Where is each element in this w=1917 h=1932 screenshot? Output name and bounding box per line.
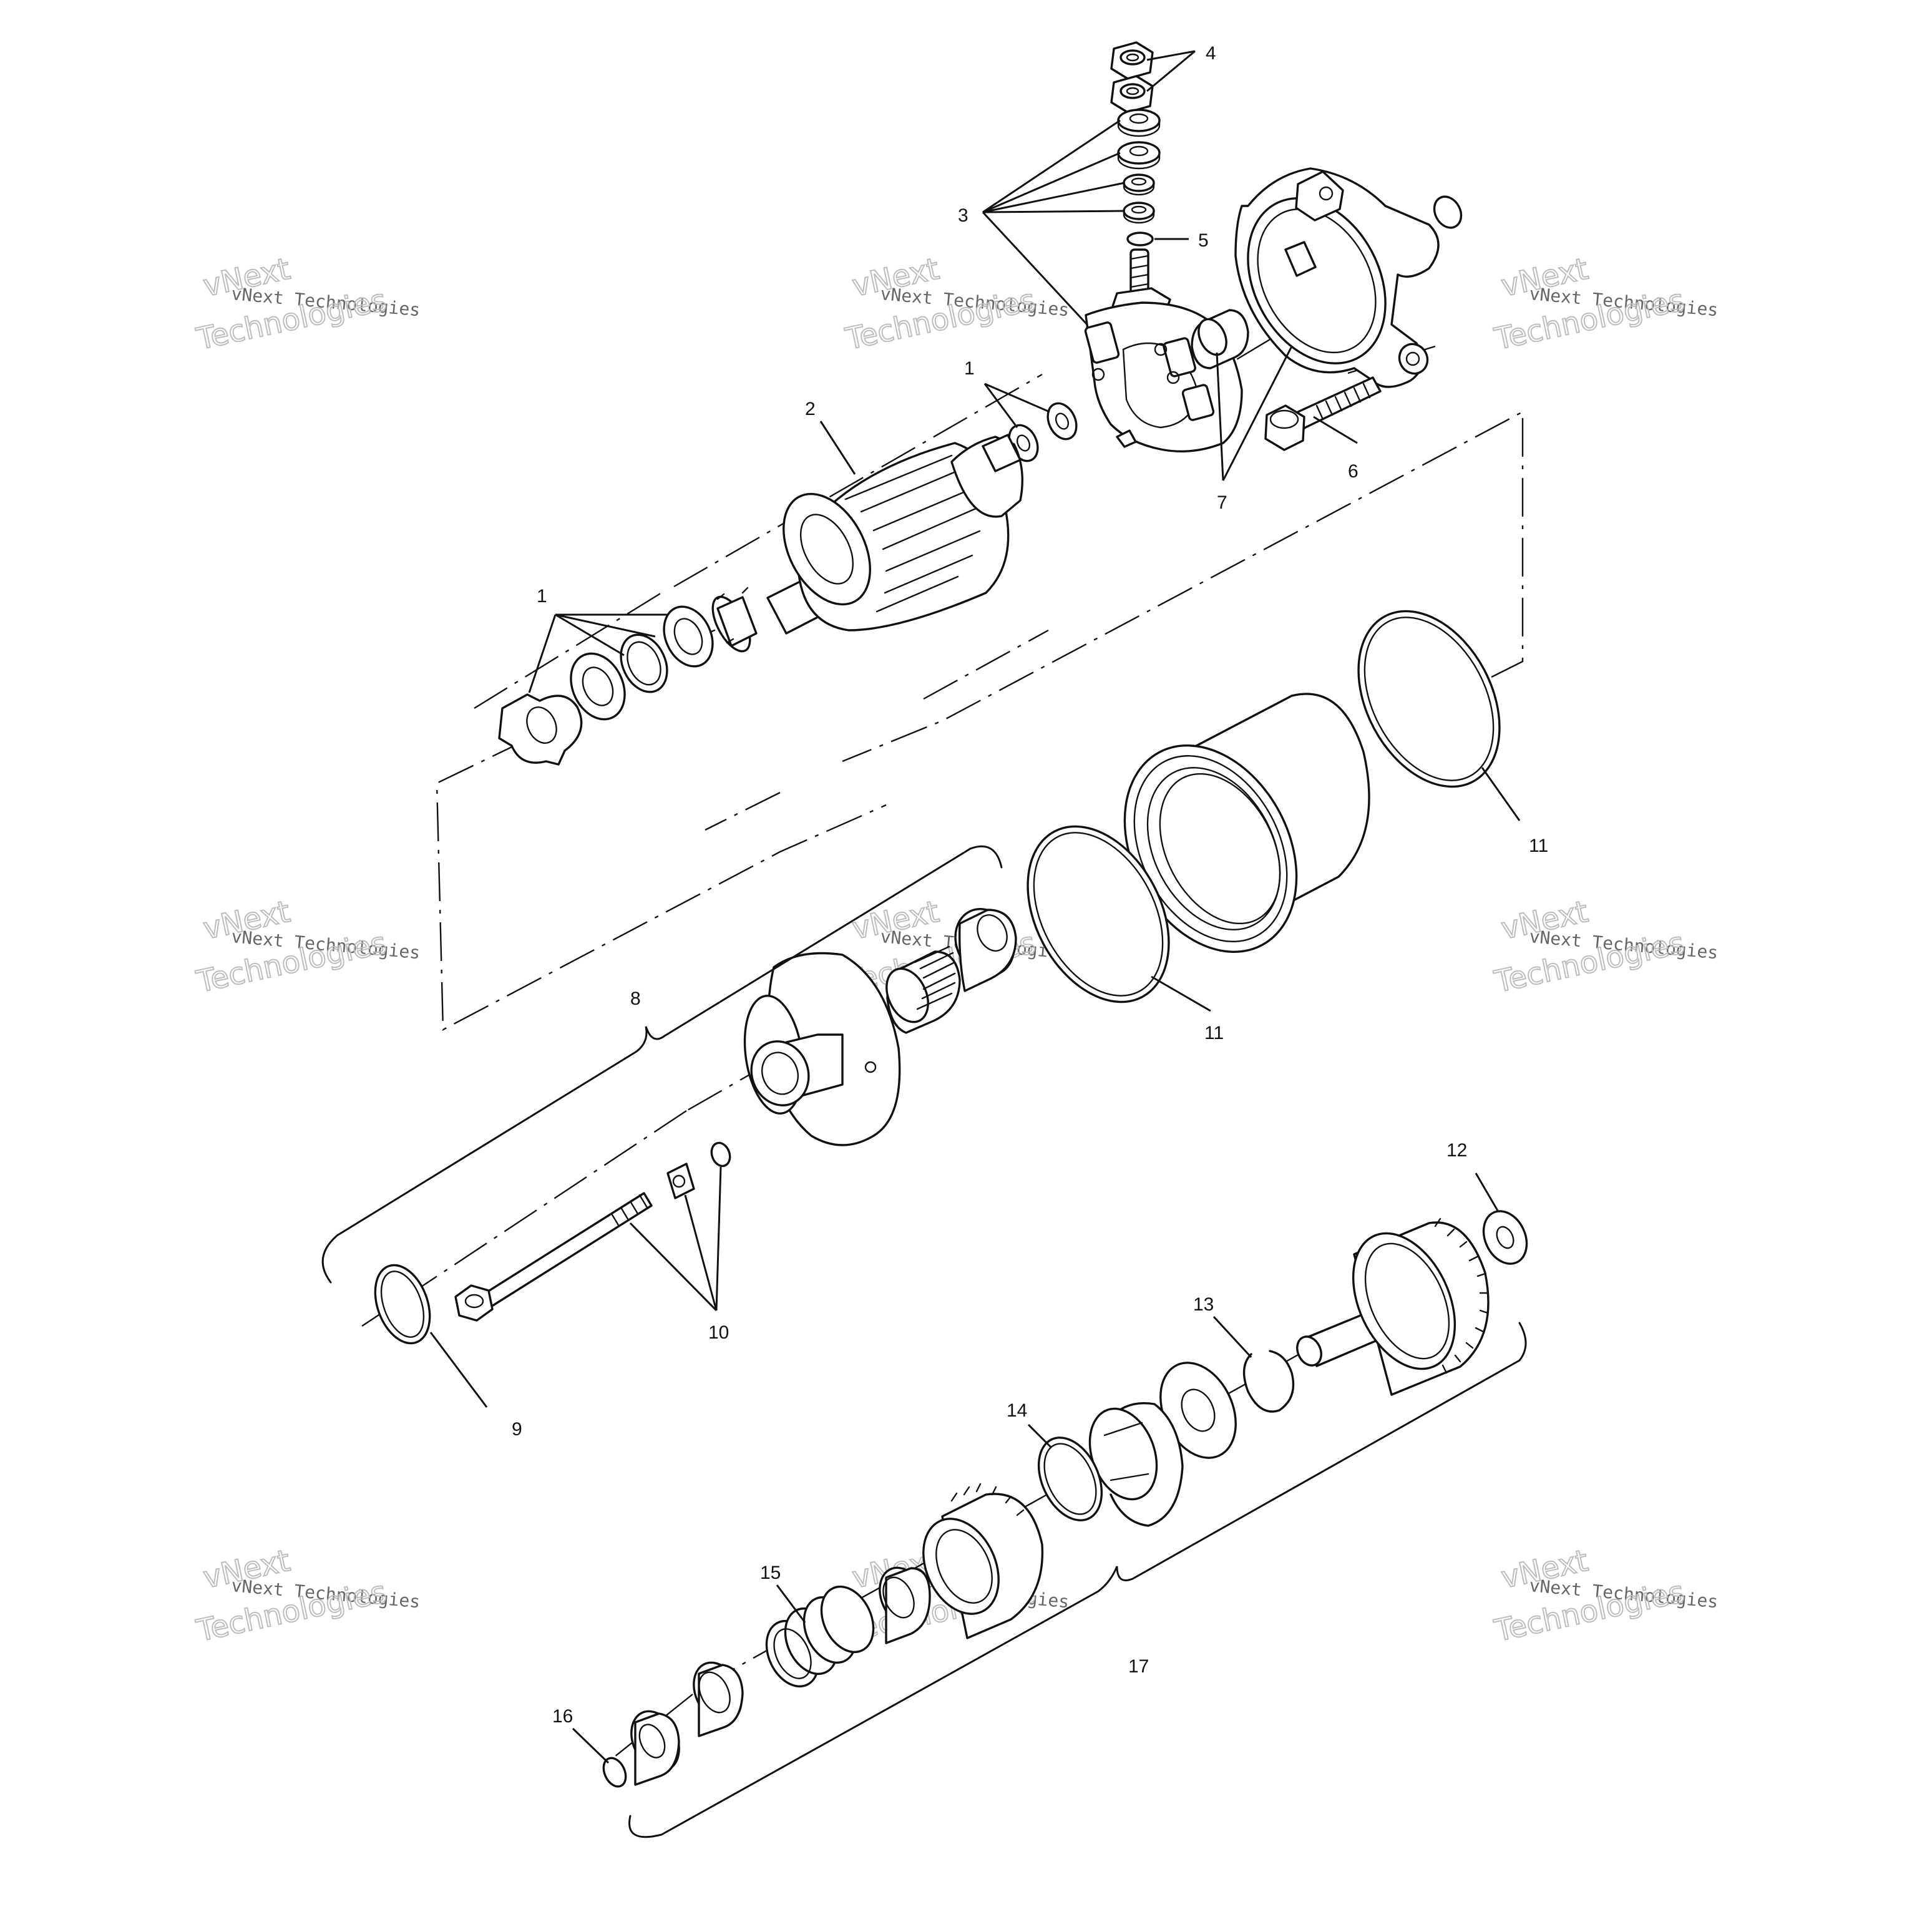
bolt-washer bbox=[666, 1163, 695, 1199]
nut-upper bbox=[1110, 41, 1154, 80]
callout-12: 12 bbox=[1446, 1140, 1467, 1161]
armature-core-slots bbox=[844, 454, 984, 613]
watermark-middle-left: vNext vNext Technologies Technologies bbox=[193, 894, 421, 1000]
long-through-bolt bbox=[454, 1192, 653, 1322]
watermark-top-left: vNext vNext Technologies Technologies bbox=[193, 251, 421, 358]
callout-17: 17 bbox=[1128, 1656, 1149, 1677]
callout-11-right: 11 bbox=[1529, 836, 1548, 856]
callout-9: 9 bbox=[512, 1419, 522, 1440]
large-snap-ring bbox=[374, 1264, 431, 1345]
washer-stack bbox=[1117, 109, 1161, 224]
callout-14: 14 bbox=[1007, 1400, 1027, 1421]
callout-7: 7 bbox=[1217, 492, 1227, 513]
callout-2: 2 bbox=[805, 399, 816, 419]
rear-end-cover bbox=[1234, 167, 1463, 388]
spring-seat-collar bbox=[693, 1661, 744, 1737]
through-bolt-short bbox=[1264, 376, 1382, 451]
watermark-top-center: vNext vNext Technologies Technologies bbox=[842, 251, 1070, 358]
yoke-o-ring-right bbox=[1357, 610, 1501, 788]
callout-16: 16 bbox=[552, 1706, 573, 1727]
shaft-end-circlip bbox=[602, 1757, 627, 1788]
armature bbox=[707, 434, 1023, 653]
armature-spline-teeth bbox=[707, 587, 749, 644]
needle-bearing bbox=[885, 945, 961, 1034]
callout-1-mid: 1 bbox=[537, 586, 547, 607]
yoke-o-ring-left bbox=[1027, 825, 1170, 1003]
bolt-o-ring bbox=[710, 1141, 731, 1168]
callout-3: 3 bbox=[958, 205, 968, 226]
armature-thrust-washers-left bbox=[498, 605, 714, 766]
starter-pinion-clutch bbox=[922, 1483, 1044, 1639]
callout-5: 5 bbox=[1198, 230, 1209, 251]
gear-circlip bbox=[1242, 1350, 1295, 1413]
callout-15: 15 bbox=[760, 1563, 781, 1583]
callout-13: 13 bbox=[1193, 1294, 1214, 1315]
assembly-braces bbox=[321, 845, 1527, 1838]
rear-bushing bbox=[1191, 309, 1249, 369]
oil-seal bbox=[954, 907, 1017, 992]
terminal-o-ring bbox=[1126, 232, 1154, 246]
split-stopper-collar bbox=[1088, 1402, 1184, 1527]
clutch-sleeve bbox=[879, 1566, 931, 1644]
yoke-field-frame bbox=[1123, 693, 1370, 953]
watermark-bottom-left: vNext vNext Technologies Technologies bbox=[193, 1543, 421, 1649]
callout-11-left: 11 bbox=[1204, 1023, 1224, 1043]
pinion-return-spring bbox=[765, 1585, 875, 1688]
callout-1-top: 1 bbox=[964, 358, 975, 379]
watermark-top-right: vNext vNext Technologies Technologies bbox=[1491, 251, 1719, 358]
front-stop-collar bbox=[630, 1710, 680, 1786]
watermark-bottom-right: vNext vNext Technologies Technologies bbox=[1491, 1543, 1719, 1649]
callout-6: 6 bbox=[1348, 461, 1358, 482]
callout-labels: 4 3 5 1 2 7 6 1 11 11 8 10 9 12 13 14 15… bbox=[512, 43, 1548, 1727]
front-housing bbox=[743, 952, 901, 1146]
clutch-thrust-washer bbox=[1482, 1210, 1528, 1265]
gear-teeth bbox=[1434, 1217, 1489, 1374]
leader-lines bbox=[429, 50, 1521, 1764]
pinion-snap-ring bbox=[1037, 1437, 1103, 1521]
reduction-gear-shaft bbox=[1296, 1217, 1490, 1396]
nut-lower bbox=[1110, 75, 1154, 114]
callout-10: 10 bbox=[708, 1322, 729, 1343]
callout-4: 4 bbox=[1206, 43, 1216, 64]
callout-8: 8 bbox=[630, 988, 641, 1009]
watermark-middle-right: vNext vNext Technologies Technologies bbox=[1491, 894, 1719, 1000]
